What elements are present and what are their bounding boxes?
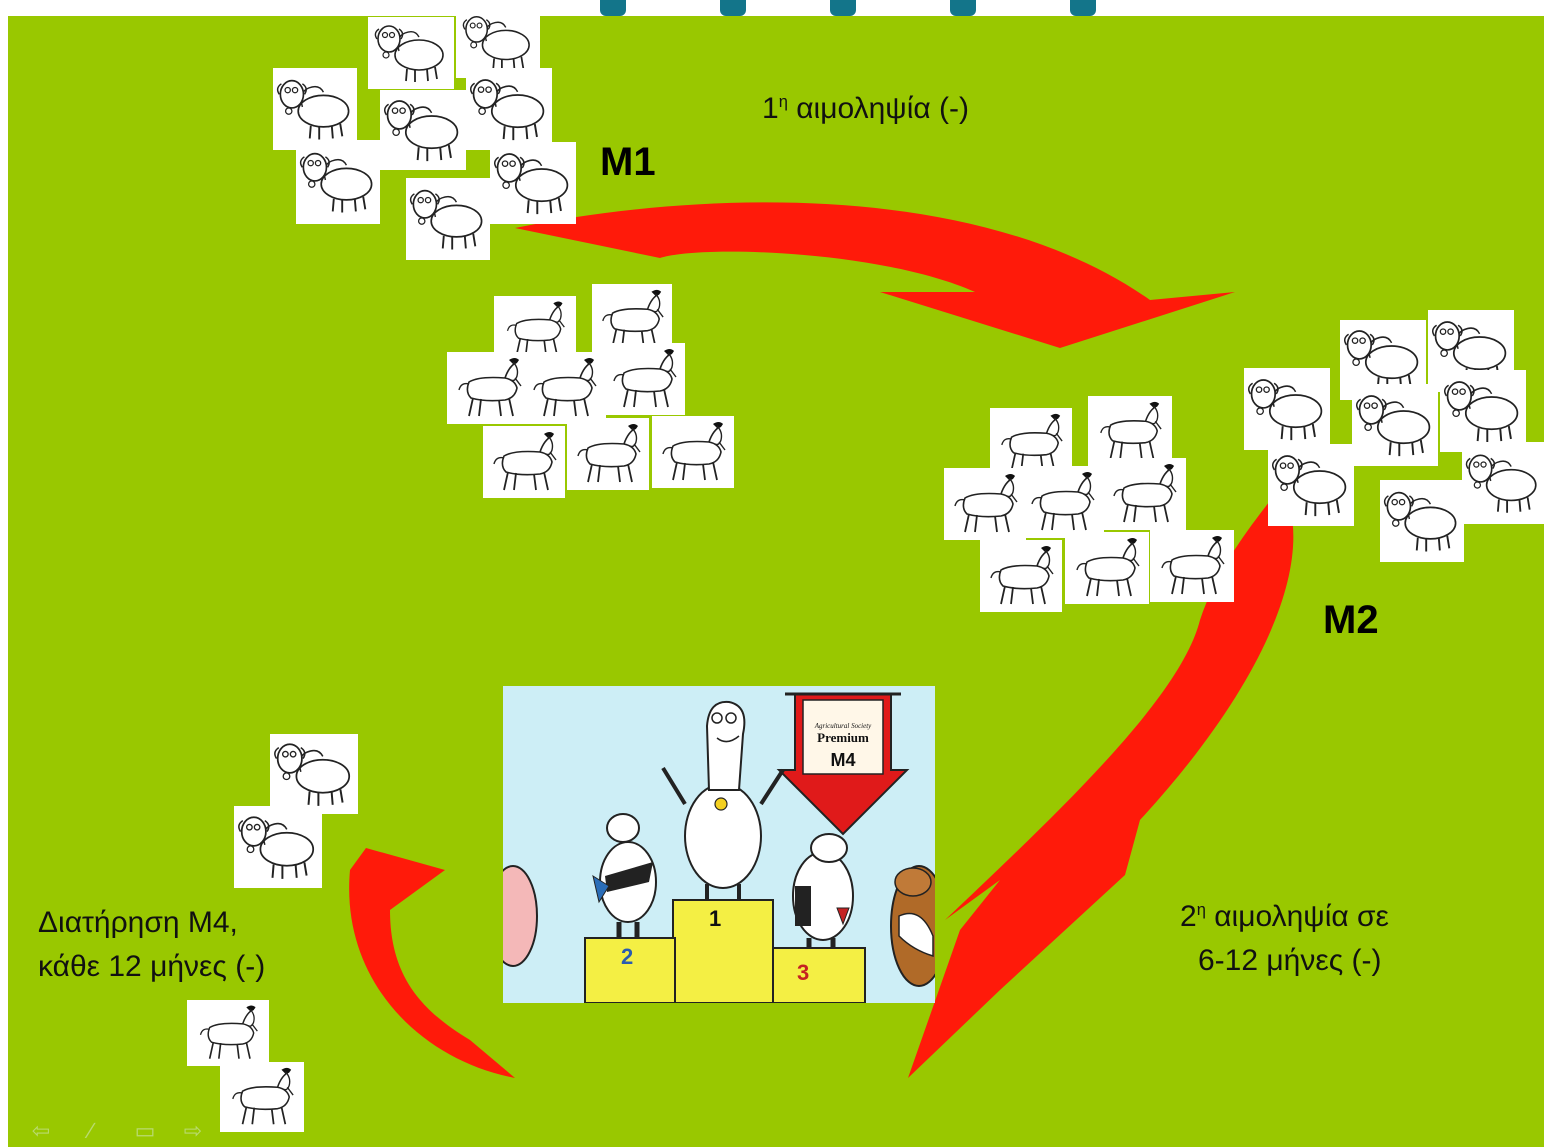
banner-premium-text: Premium bbox=[817, 730, 869, 745]
goat-icon bbox=[652, 416, 734, 488]
sheep-icon bbox=[270, 734, 358, 814]
goat-icon bbox=[980, 540, 1062, 612]
goat-icon bbox=[1102, 458, 1186, 530]
place-2-number: 2 bbox=[621, 944, 634, 969]
first-sampling-suffix: η bbox=[778, 93, 788, 111]
second-sampling-suffix: η bbox=[1196, 901, 1206, 919]
sheep-icon bbox=[234, 806, 322, 888]
nav-prev-icon[interactable]: ⇦ bbox=[31, 1118, 51, 1143]
stage-m1-label: M1 bbox=[600, 140, 656, 184]
first-sampling-number: 1 bbox=[762, 92, 779, 125]
place-1-number: 1 bbox=[709, 906, 722, 931]
sheep-icon bbox=[1462, 442, 1544, 524]
goat-icon bbox=[1150, 530, 1234, 602]
sheep-icon bbox=[1352, 384, 1438, 466]
goat-icon bbox=[522, 352, 606, 424]
curved-arrow-icon bbox=[908, 485, 1294, 1078]
curved-arrow-icon bbox=[349, 848, 515, 1078]
place-3-number: 3 bbox=[797, 960, 810, 985]
second-sampling-line2: 6-12 μήνες (-) bbox=[1198, 944, 1382, 977]
goat-icon bbox=[603, 343, 685, 415]
sheep-icon bbox=[1380, 480, 1464, 562]
curved-arrow-icon bbox=[515, 202, 1235, 348]
stage-m2-label: M2 bbox=[1323, 598, 1379, 642]
goat-icon bbox=[483, 426, 565, 498]
goat-icon bbox=[1088, 396, 1172, 466]
goat-icon bbox=[447, 352, 531, 424]
second-sampling-label: 2η αιμοληψία σε bbox=[1180, 900, 1389, 934]
nav-pen-icon[interactable]: ∕ bbox=[89, 1118, 93, 1143]
sheep-icon bbox=[1268, 444, 1354, 526]
nav-menu-icon[interactable]: ▭ bbox=[134, 1118, 156, 1143]
maintain-line1: Διατήρηση Μ4, bbox=[38, 906, 238, 939]
sheep-icon bbox=[273, 68, 357, 150]
sheep-icon bbox=[296, 140, 380, 224]
sheep-icon bbox=[456, 8, 540, 78]
goat-icon bbox=[1065, 532, 1149, 604]
banner-society-text: Agricultural Society bbox=[814, 722, 872, 730]
goat-icon bbox=[592, 284, 672, 354]
goat-icon bbox=[494, 296, 576, 362]
second-sampling-number: 2 bbox=[1180, 900, 1197, 933]
title-fragment bbox=[600, 0, 1160, 18]
first-sampling-text: αιμοληψία (-) bbox=[787, 92, 970, 125]
sheep-icon bbox=[368, 17, 454, 89]
first-sampling-label: 1η αιμοληψία (-) bbox=[762, 92, 969, 126]
sheep-icon bbox=[1244, 368, 1330, 450]
sheep-icon bbox=[490, 142, 576, 224]
nav-next-icon[interactable]: ⇨ bbox=[183, 1118, 203, 1143]
sheep-icon bbox=[380, 90, 466, 170]
top-border bbox=[0, 0, 1544, 16]
sheep-icon bbox=[466, 68, 552, 150]
maintain-line2: κάθε 12 μήνες (-) bbox=[38, 950, 266, 983]
goat-icon bbox=[567, 418, 649, 490]
goat-icon bbox=[944, 468, 1026, 540]
banner-m4-text: M4 bbox=[830, 750, 856, 770]
goat-icon bbox=[220, 1062, 304, 1132]
sheep-icon bbox=[1440, 370, 1526, 452]
goat-icon bbox=[187, 1000, 269, 1066]
goat-icon bbox=[1020, 466, 1104, 538]
podium-cartoon: Agricultural Society Premium M4 1 2 3 bbox=[503, 686, 935, 1003]
second-sampling-text: αιμοληψία σε bbox=[1205, 900, 1389, 933]
sheep-icon bbox=[406, 178, 490, 260]
